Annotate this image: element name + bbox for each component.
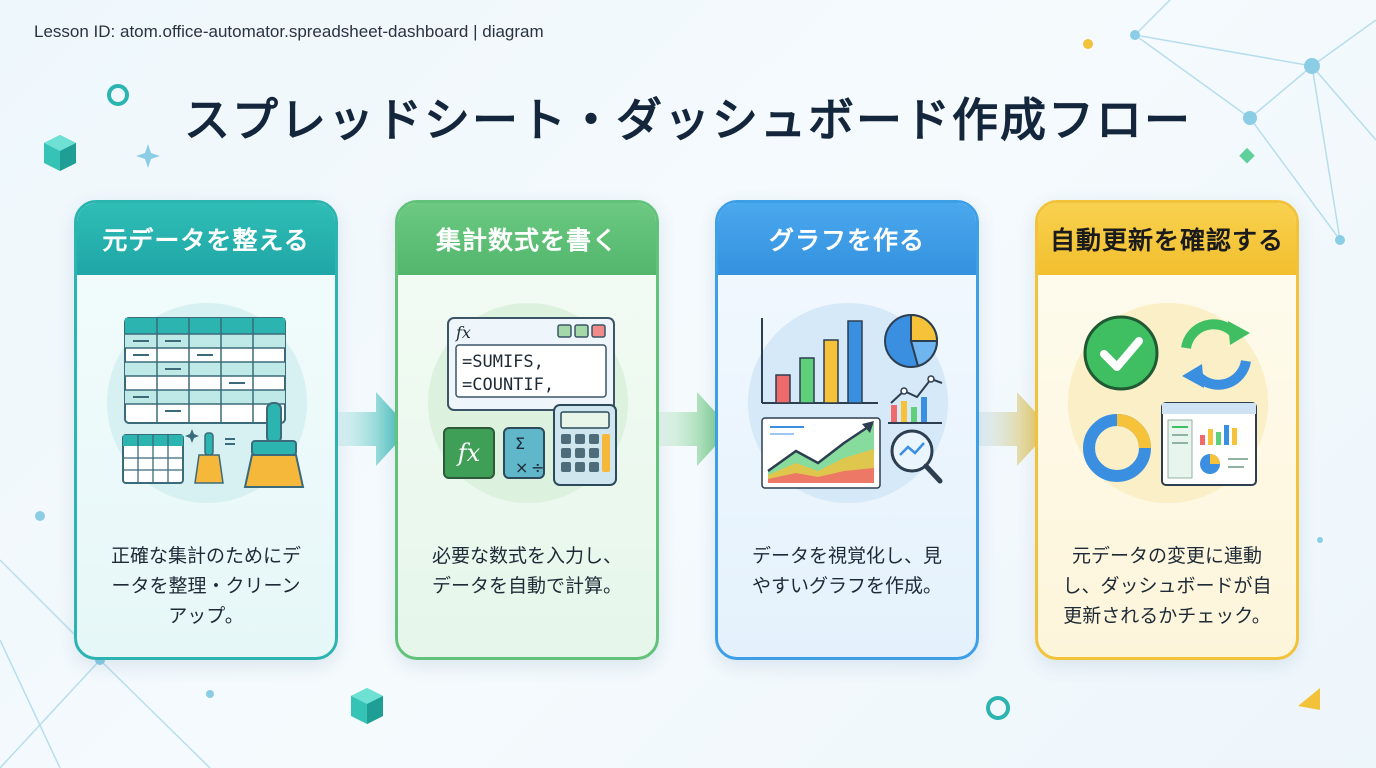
donut-chart-icon	[1083, 414, 1151, 482]
svg-text:÷: ÷	[531, 458, 544, 477]
fx-badge-icon: fx	[443, 427, 495, 479]
step-heading: 自動更新を確認する	[1038, 203, 1296, 275]
svg-text:×: ×	[515, 458, 528, 477]
math-symbols-icon: Σ × ÷	[503, 427, 545, 479]
flow-arrow-2	[655, 392, 731, 466]
formula-line-2: =COUNTIF,	[462, 375, 554, 395]
small-table-icon	[122, 434, 184, 484]
dashboard-window-icon	[1161, 402, 1257, 486]
page-title: スプレッドシート・ダッシュボード作成フロー	[184, 93, 1192, 147]
brush-icon	[194, 402, 305, 488]
chart-creation-illustration	[748, 303, 948, 503]
spreadsheet-icon	[124, 317, 286, 424]
step-heading: 集計数式を書く	[398, 203, 656, 275]
pie-chart-icon	[884, 313, 939, 368]
step-card-4: 自動更新を確認する	[1035, 200, 1299, 660]
spreadsheet-cleanup-illustration	[107, 303, 307, 503]
flow-arrow-3	[975, 392, 1051, 466]
refresh-icon	[1181, 319, 1251, 390]
auto-update-illustration	[1068, 303, 1268, 503]
flow-arrow-1	[334, 392, 410, 466]
formula-calculation-illustration: fx =SUMIFS, =COUNTIF, fx Σ × ÷	[428, 303, 628, 503]
bar-chart-icon	[761, 318, 878, 404]
cube-decoration	[44, 135, 76, 171]
check-circle-icon	[1083, 315, 1159, 391]
svg-text:Σ: Σ	[515, 434, 525, 453]
step-card-2: 集計数式を書く fx =SUMIFS, =COUNTIF, fx Σ × ÷	[395, 200, 659, 660]
magnifier-icon	[890, 429, 943, 484]
step-description: 正確な集計のためにデ ータを整理・クリーン アップ。	[110, 545, 301, 627]
formula-window-icon: fx =SUMIFS, =COUNTIF,	[447, 317, 615, 411]
calculator-icon	[553, 404, 617, 486]
line-chart-icon	[888, 375, 943, 424]
step-card-1: 元データを整える	[74, 200, 338, 660]
step-card-3: グラフを作る	[715, 200, 979, 660]
step-description: 元データの変更に連動 し、ダッシュボードが自 更新されるかチェック。	[1062, 545, 1272, 627]
fx-label: fx	[455, 323, 471, 342]
formula-line-1: =SUMIFS,	[462, 352, 544, 372]
lesson-id: Lesson ID: atom.office-automator.spreads…	[34, 22, 544, 41]
step-heading: 元データを整える	[77, 203, 335, 275]
step-heading: グラフを作る	[718, 203, 976, 275]
svg-text:fx: fx	[456, 439, 481, 467]
step-description: 必要な数式を入力し、 データを自動で計算。	[431, 545, 622, 597]
area-chart-icon	[761, 417, 881, 489]
step-description: データを視覚化し、見 やすいグラフを作成。	[751, 545, 942, 597]
